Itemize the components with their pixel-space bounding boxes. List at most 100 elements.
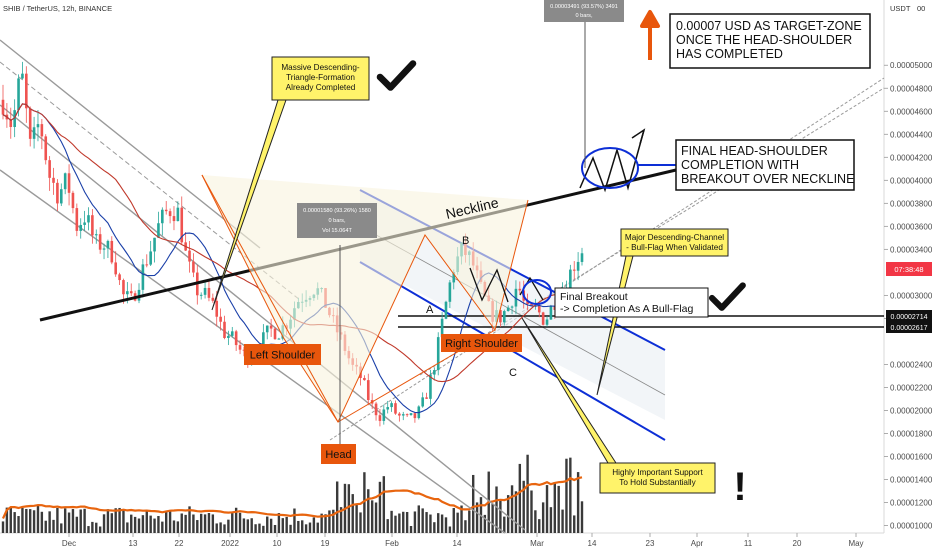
grey-resistance-line bbox=[0, 39, 261, 249]
candle-body bbox=[572, 269, 576, 271]
candle-body bbox=[25, 73, 28, 109]
volume-bar bbox=[188, 506, 191, 533]
candle-body bbox=[59, 189, 63, 204]
level-1-label: 0.00002714 bbox=[891, 314, 928, 321]
candle-body bbox=[401, 414, 405, 416]
volume-bar bbox=[192, 514, 195, 533]
volume-bar bbox=[281, 518, 284, 533]
x-tick-label: Feb bbox=[385, 539, 399, 548]
x-tick-label: 11 bbox=[744, 539, 753, 548]
point-c-label: C bbox=[509, 367, 517, 379]
exclamation-mark: ! bbox=[733, 465, 746, 509]
candle-body bbox=[126, 291, 129, 295]
candle-body bbox=[172, 216, 176, 222]
volume-bar bbox=[130, 514, 133, 533]
candle-body bbox=[382, 409, 386, 421]
volume-bar bbox=[433, 522, 436, 533]
channel-callout: Major Descending-Channel- Bull-Flag When… bbox=[620, 228, 729, 257]
volume-bar bbox=[250, 518, 253, 533]
x-tick-label: 19 bbox=[321, 539, 330, 548]
volume-bar bbox=[219, 522, 222, 533]
volume-bar bbox=[530, 490, 533, 533]
point-a-label: A bbox=[426, 304, 434, 316]
candle-body bbox=[242, 349, 246, 351]
candle-body bbox=[230, 331, 234, 336]
volume-bar bbox=[44, 520, 47, 533]
volume-bar bbox=[398, 513, 401, 533]
candle-body bbox=[510, 306, 514, 308]
volume-bar bbox=[98, 526, 102, 533]
volume-ma-line bbox=[1, 476, 583, 519]
measure-tooltip-mid: 0.00001580 (93.26%) 1580 0 bars, Vol 15.… bbox=[297, 203, 377, 238]
candle-body bbox=[394, 403, 397, 414]
volume-bar bbox=[199, 513, 203, 533]
volume-bar bbox=[17, 516, 20, 533]
candle-body bbox=[227, 335, 230, 338]
candle-body bbox=[514, 288, 518, 307]
volume-bar bbox=[145, 510, 148, 533]
volume-bar bbox=[374, 502, 378, 533]
candle-body bbox=[83, 222, 86, 225]
candle-body bbox=[141, 264, 145, 290]
volume-bar bbox=[526, 454, 529, 533]
y-tick-label: 0.00001400 bbox=[890, 475, 932, 484]
volume-bar bbox=[79, 509, 82, 533]
candle-body bbox=[118, 274, 121, 281]
volume-bar bbox=[468, 510, 471, 533]
volume-bar bbox=[207, 513, 211, 533]
candle-body bbox=[440, 318, 444, 338]
volume-bar bbox=[242, 518, 246, 533]
candle-body bbox=[87, 215, 90, 223]
y-tick-label: 0.00004600 bbox=[890, 107, 932, 116]
volume-bar bbox=[320, 513, 323, 533]
candle-body bbox=[413, 413, 417, 419]
candle-body bbox=[180, 207, 184, 243]
y-tick-label: 0.00004200 bbox=[890, 153, 932, 162]
level-tag-2: 0.00002617 bbox=[886, 321, 932, 333]
volume-bar bbox=[339, 507, 343, 533]
x-tick-label: 23 bbox=[646, 539, 655, 548]
volume-bar bbox=[569, 457, 572, 533]
candle-body bbox=[153, 237, 156, 252]
final-breakout-box: Final Breakout-> Completion As A Bull-Fl… bbox=[554, 287, 709, 318]
volume-bar bbox=[114, 508, 117, 533]
candle-body bbox=[94, 234, 98, 236]
volume-bar bbox=[122, 509, 125, 533]
volume-bar bbox=[386, 519, 389, 533]
candle-body bbox=[75, 208, 79, 231]
volume-bar bbox=[347, 484, 351, 533]
candle-body bbox=[36, 124, 40, 128]
volume-bar bbox=[409, 525, 413, 533]
volume-bar bbox=[141, 515, 145, 533]
volume-bar bbox=[370, 500, 374, 533]
volume-bar bbox=[312, 517, 316, 533]
volume-bar bbox=[402, 511, 405, 533]
y-tick-label: 0.00001600 bbox=[890, 452, 932, 461]
candle-body bbox=[203, 287, 207, 295]
volume-bar bbox=[522, 480, 525, 533]
volume-bar bbox=[565, 458, 568, 533]
x-tick-label: Apr bbox=[691, 539, 704, 548]
candle-body bbox=[549, 306, 553, 320]
candle-body bbox=[114, 262, 117, 275]
y-tick-label: 0.00004000 bbox=[890, 176, 932, 185]
volume-bar bbox=[328, 510, 331, 533]
candle-body bbox=[28, 108, 32, 139]
volume-bar bbox=[215, 523, 218, 533]
target-arrow-icon bbox=[640, 10, 660, 60]
volume-bar bbox=[254, 524, 257, 533]
volume-bar bbox=[417, 505, 420, 533]
volume-bar bbox=[576, 472, 580, 533]
volume-bar bbox=[1, 521, 5, 533]
y-tick-label: 0.00001800 bbox=[890, 429, 932, 438]
candle-body bbox=[452, 272, 456, 283]
y-tick-label: 0.00001000 bbox=[890, 522, 932, 531]
volume-bar bbox=[429, 514, 432, 533]
volume-bar bbox=[60, 523, 63, 533]
volume-bar bbox=[308, 522, 312, 533]
volume-bar bbox=[390, 510, 393, 533]
breakout-ellipse bbox=[581, 147, 639, 189]
